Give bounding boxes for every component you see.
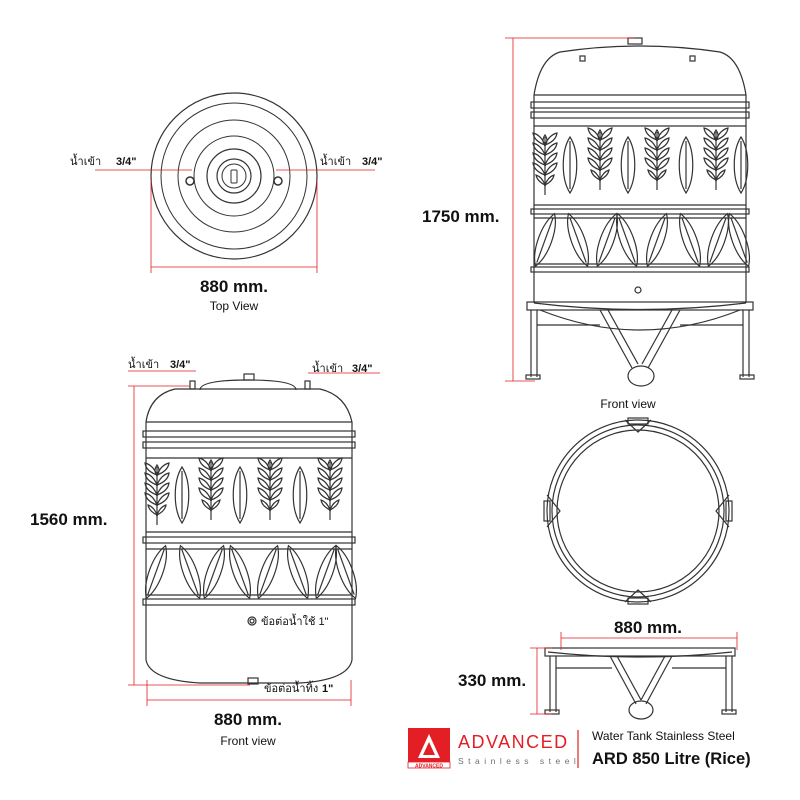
brand-logo-text: ADVANCED <box>415 764 443 770</box>
stand-height: 330 mm. <box>458 671 526 690</box>
tank-inlet-left-label: น้ำเข้า <box>128 356 159 371</box>
stand-view-caption: Front view <box>600 397 656 411</box>
front-view-tank-dimensions <box>128 370 380 706</box>
tank-width: 880 mm. <box>214 710 282 729</box>
tank-inlet-left-size: 3/4" <box>170 359 191 371</box>
stand-dimensions <box>530 632 738 715</box>
tank-height: 1560 mm. <box>30 510 108 529</box>
product-line: Water Tank Stainless Steel <box>592 729 735 743</box>
top-view-dimensions <box>95 169 375 273</box>
tank-outlet-drain-label: ข้อต่อน้ำทิ้ง <box>264 680 318 695</box>
stand-front-view-drawing <box>544 647 737 720</box>
brand-logo: ADVANCED <box>407 728 451 770</box>
top-view-width: 880 mm. <box>200 277 268 296</box>
stand-top-view-drawing <box>543 417 733 605</box>
top-inlet-left-label: น้ำเข้า <box>70 153 101 168</box>
top-view-caption: Top View <box>210 299 259 313</box>
brand-name: ADVANCED <box>458 732 569 752</box>
stand-width: 880 mm. <box>614 618 682 637</box>
top-inlet-right-label: น้ำเข้า <box>320 153 351 168</box>
stand-view-height: 1750 mm. <box>422 207 500 226</box>
front-view-tank-drawing <box>139 373 363 685</box>
brand-tagline: Stainless steel <box>458 756 580 766</box>
tank-inlet-right-label: น้ำเข้า <box>312 360 343 375</box>
top-inlet-right-size: 3/4" <box>362 156 383 168</box>
front-view-stand-dimension <box>505 37 635 382</box>
product-model: ARD 850 Litre (Rice) <box>592 750 751 768</box>
tank-inlet-right-size: 3/4" <box>352 363 373 375</box>
tank-view-caption: Front view <box>220 734 276 748</box>
tank-outlet-drain-size: 1" <box>322 683 333 695</box>
top-view-drawing <box>150 92 318 260</box>
front-view-stand-drawing <box>525 37 756 387</box>
top-inlet-left-size: 3/4" <box>116 156 137 168</box>
tank-outlet-use-label: ข้อต่อน้ำใช้ 1" <box>261 613 329 628</box>
